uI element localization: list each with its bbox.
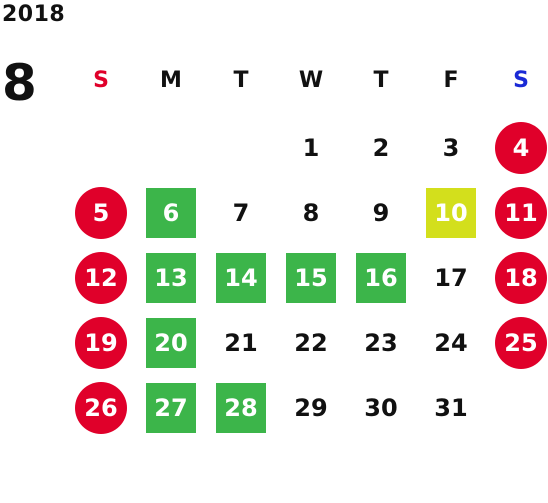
day-number: 29 — [294, 393, 328, 422]
day-number: 20 — [146, 317, 196, 368]
day-number: 26 — [75, 381, 127, 434]
weekday-header-thu: T — [373, 67, 389, 93]
day-cell[interactable]: 3 — [416, 115, 486, 180]
day-cell[interactable]: 23 — [346, 310, 416, 375]
day-cell-empty — [206, 115, 276, 180]
day-number: 25 — [495, 316, 547, 369]
day-cell[interactable]: 2 — [346, 115, 416, 180]
day-cell[interactable]: 12 — [66, 245, 136, 310]
day-number: 5 — [75, 186, 127, 239]
day-number: 9 — [372, 198, 390, 227]
day-cell[interactable]: 8 — [276, 180, 346, 245]
weekday-header-fri: F — [443, 67, 459, 93]
day-cell[interactable]: 29 — [276, 375, 346, 440]
day-number: 21 — [224, 328, 258, 357]
day-number: 27 — [146, 382, 196, 433]
day-cell-empty — [136, 115, 206, 180]
day-cell[interactable]: 14 — [206, 245, 276, 310]
day-number: 6 — [146, 187, 196, 238]
day-number: 30 — [364, 393, 398, 422]
day-cell[interactable]: 17 — [416, 245, 486, 310]
day-cell[interactable]: 20 — [136, 310, 206, 375]
day-number: 12 — [75, 251, 127, 304]
day-number: 16 — [356, 252, 406, 303]
day-number: 15 — [286, 252, 336, 303]
day-cell[interactable]: 18 — [486, 245, 548, 310]
calendar-grid: S M T W T F S 1 2 3 4 5 6 7 8 9 10 11 12… — [66, 50, 548, 440]
day-number: 11 — [495, 186, 547, 239]
day-number: 22 — [294, 328, 328, 357]
day-cell[interactable]: 6 — [136, 180, 206, 245]
weekday-header-tue: T — [233, 67, 249, 93]
day-cell[interactable]: 13 — [136, 245, 206, 310]
day-cell[interactable]: 27 — [136, 375, 206, 440]
day-number: 10 — [426, 187, 476, 238]
day-cell[interactable]: 4 — [486, 115, 548, 180]
day-number: 13 — [146, 252, 196, 303]
day-number: 7 — [232, 198, 250, 227]
day-cell-empty — [66, 115, 136, 180]
day-cell[interactable]: 19 — [66, 310, 136, 375]
day-number: 28 — [216, 382, 266, 433]
day-cell[interactable]: 15 — [276, 245, 346, 310]
day-cell[interactable]: 28 — [206, 375, 276, 440]
day-cell[interactable]: 31 — [416, 375, 486, 440]
weekday-header-wed: W — [298, 67, 324, 93]
day-cell[interactable]: 10 — [416, 180, 486, 245]
weekday-header-sat: S — [513, 67, 529, 93]
day-number: 23 — [364, 328, 398, 357]
day-number: 1 — [302, 133, 320, 162]
day-number: 2 — [372, 133, 390, 162]
day-cell[interactable]: 25 — [486, 310, 548, 375]
day-number: 19 — [75, 316, 127, 369]
day-number: 3 — [442, 133, 460, 162]
day-number: 31 — [434, 393, 468, 422]
day-number: 8 — [302, 198, 320, 227]
day-cell[interactable]: 24 — [416, 310, 486, 375]
day-cell[interactable]: 1 — [276, 115, 346, 180]
calendar-month: 8 — [2, 54, 37, 112]
day-cell-empty — [486, 375, 548, 440]
day-cell[interactable]: 9 — [346, 180, 416, 245]
weekday-header-sun: S — [93, 67, 109, 93]
day-cell[interactable]: 11 — [486, 180, 548, 245]
day-number: 17 — [434, 263, 468, 292]
day-number: 14 — [216, 252, 266, 303]
day-cell[interactable]: 22 — [276, 310, 346, 375]
day-cell[interactable]: 7 — [206, 180, 276, 245]
weekday-header-mon: M — [160, 67, 182, 93]
day-number: 18 — [495, 251, 547, 304]
day-cell[interactable]: 16 — [346, 245, 416, 310]
day-number: 24 — [434, 328, 468, 357]
calendar-year: 2018 — [2, 2, 66, 27]
day-cell[interactable]: 21 — [206, 310, 276, 375]
day-cell[interactable]: 30 — [346, 375, 416, 440]
day-cell[interactable]: 5 — [66, 180, 136, 245]
day-number: 4 — [495, 121, 547, 174]
day-cell[interactable]: 26 — [66, 375, 136, 440]
